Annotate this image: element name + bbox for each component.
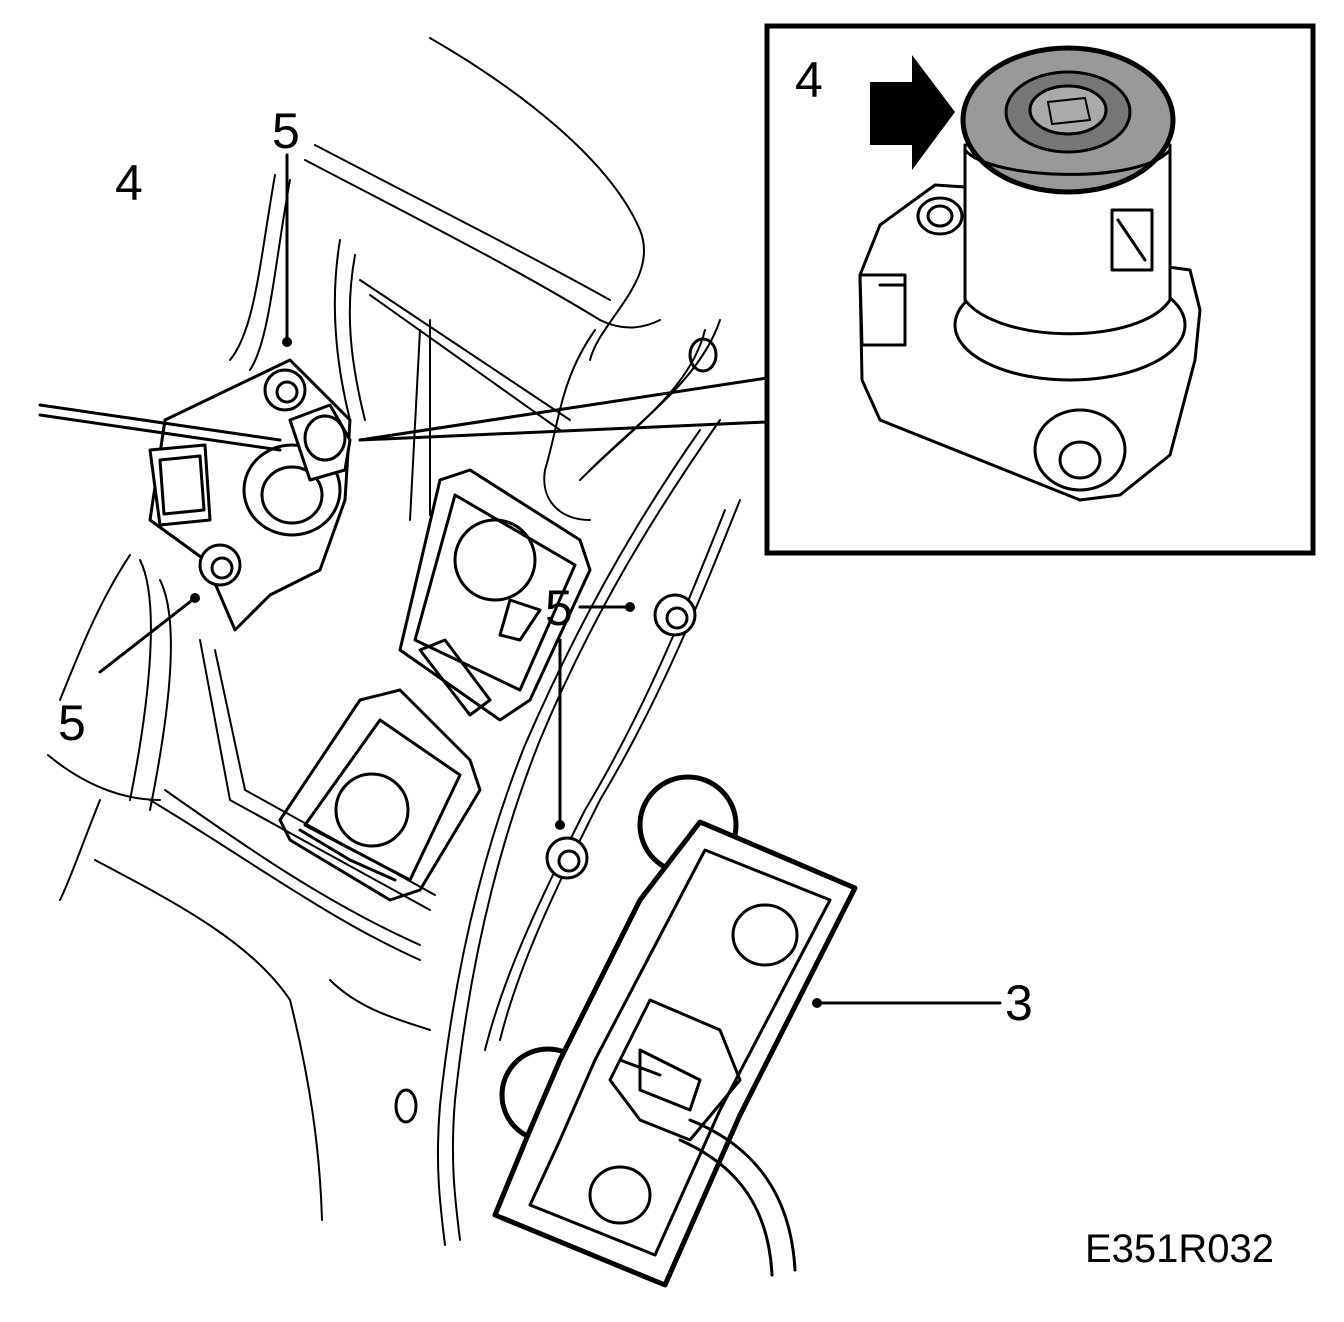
leader-lines — [38, 153, 1002, 1008]
bolt-left — [198, 543, 242, 587]
callout-left-bolt: 5 — [58, 695, 86, 751]
callout-inset-part: 4 — [795, 52, 823, 108]
bolt-right-lower — [545, 836, 589, 880]
lamp-recess — [278, 468, 592, 902]
cover-plate — [492, 774, 858, 1288]
figure-code: E351R032 — [1085, 1227, 1274, 1271]
bolt-top — [263, 368, 307, 412]
bolt-right-upper — [653, 593, 697, 637]
leader-bolt-left — [98, 596, 197, 674]
callout-mid-bolt: 5 — [545, 580, 573, 636]
callout-left-part: 4 — [115, 155, 143, 211]
wiring-harness — [678, 1118, 797, 1277]
callout-top-bolt: 5 — [272, 103, 300, 159]
arrow-icon — [870, 55, 955, 170]
switch-mount — [148, 358, 352, 632]
callout-cover: 3 — [1005, 975, 1033, 1031]
leader-part-4 — [38, 403, 282, 442]
detail-inset — [358, 23, 1316, 556]
